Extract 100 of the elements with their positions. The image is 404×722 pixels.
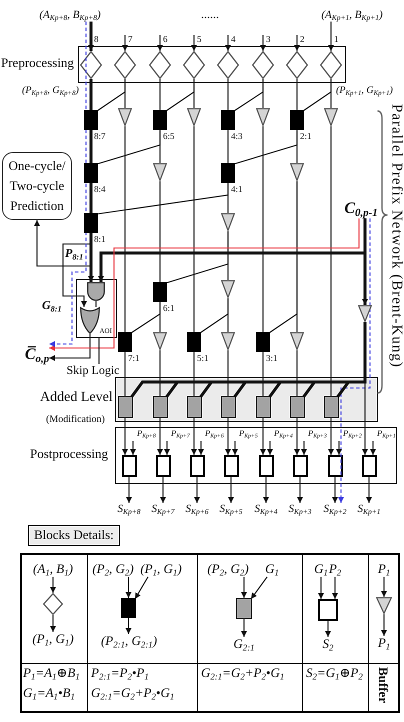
wire — [90, 183, 92, 213]
sum-output-label: S$_{Kp+8}$ — [118, 503, 140, 516]
span-label: 6:1 — [163, 304, 175, 313]
blocks-details-heading: Blocks Details: — [28, 525, 120, 546]
wire-arrow — [50, 576, 56, 593]
wire — [227, 183, 229, 213]
prediction-block: One-cycle/ Two-cycle Prediction — [2, 152, 72, 220]
span-label: 4:1 — [231, 185, 243, 194]
propagate-signal-label: P$_{Kp+6}$ — [205, 429, 224, 439]
signal-label: G$_{1}$ — [314, 562, 328, 577]
wire-arrow — [328, 418, 334, 455]
sum-block — [122, 455, 136, 477]
propagate-signal-label: P$_{Kp+4}$ — [274, 429, 293, 439]
signal-pair-label: (P$_{Kp+1}$, G$_{Kp+1}$) — [336, 85, 393, 96]
preprocess-diamond — [183, 51, 205, 79]
sum-block — [224, 455, 238, 477]
ellipsis-text: ...... — [201, 8, 219, 22]
sum-block — [156, 455, 170, 477]
wire-arrow — [88, 22, 94, 51]
wire-arrow — [332, 576, 338, 599]
wire-arrow — [225, 35, 231, 51]
wire-arrow — [122, 35, 128, 51]
formula-text: P$_{2:1}$=P$_{2}$•P$_{1}$ — [91, 666, 149, 681]
wire-arrow — [191, 35, 197, 51]
bit-index-label: 2 — [300, 34, 304, 44]
operand-pair-label: (A$_{Kp+1}$, B$_{Kp+1}$) — [321, 9, 383, 22]
preprocess-diamond — [320, 51, 342, 79]
signal-pair-label: (P$_{Kp+8}$, G$_{Kp+8}$) — [22, 85, 79, 96]
wire-arrow — [130, 441, 136, 455]
wire-arrow — [381, 614, 387, 636]
buffer-caption: Buffer — [377, 667, 390, 704]
sum-output-label: S$_{Kp+4}$ — [254, 503, 278, 516]
signal-label: G$_{1}$ — [265, 562, 279, 577]
wire — [159, 302, 161, 332]
wire — [296, 181, 298, 332]
span-label: 8:4 — [94, 185, 106, 194]
wire — [124, 126, 126, 332]
wire-arrow — [198, 441, 204, 455]
wire-arrow — [191, 418, 197, 455]
wire — [159, 181, 161, 282]
carry-operator-block — [324, 396, 338, 418]
wire — [124, 352, 126, 396]
wire-arrow — [318, 576, 324, 599]
preprocess-diamond — [80, 51, 102, 79]
propagate-signal-label: P$_{Kp+5}$ — [239, 429, 258, 439]
carry-operator-block — [152, 396, 168, 418]
or-gate — [80, 307, 100, 334]
buffer-triangle — [153, 332, 167, 350]
preprocess-diamond — [149, 51, 171, 79]
span-label: 5:1 — [197, 354, 209, 363]
wire — [90, 130, 92, 163]
formula-text: G$_{2:1}$=G$_{2}$+P$_{2}$•G$_{1}$ — [91, 686, 174, 701]
wire-arrow — [225, 418, 231, 455]
wire-arrow — [164, 441, 170, 455]
wire — [262, 352, 264, 396]
wire-arrow — [381, 576, 387, 597]
carry-operator-block — [256, 396, 270, 418]
span-label: 3:1 — [266, 354, 278, 363]
buffer-triangle — [118, 108, 132, 126]
wire-arrow — [62, 233, 92, 307]
wire-arrow — [34, 220, 92, 267]
span-label: 2:1 — [300, 132, 312, 141]
buffer-triangle — [153, 163, 167, 181]
sum-block — [292, 455, 308, 477]
preprocess-diamond — [114, 51, 136, 79]
bit-index-label: 5 — [197, 34, 202, 44]
bit-index-label: 3 — [266, 34, 270, 44]
signal-label: (P$_{1}$, G$_{1}$) — [140, 562, 182, 577]
span-label: 6:5 — [163, 132, 175, 141]
stage-label: Postprocessing — [30, 447, 108, 462]
wire — [296, 130, 298, 163]
signal-label: G$_{2:1}$ — [233, 637, 255, 652]
wire — [95, 301, 97, 307]
wire — [227, 350, 229, 396]
stage-label: Preprocessing — [1, 56, 74, 71]
wire-arrow — [260, 418, 266, 455]
wire — [90, 79, 92, 110]
carry-operator-block — [118, 396, 132, 418]
wire-arrow — [297, 477, 303, 503]
bit-index-label: 7 — [128, 34, 132, 44]
sum-output-label: S$_{Kp+5}$ — [220, 503, 242, 516]
propagate-signal-label: P$_{Kp+8}$ — [137, 429, 156, 439]
propagate-signal-label: P$_{Kp+7}$ — [171, 429, 190, 439]
span-label: 8:1 — [94, 235, 106, 244]
formula-text: S$_{2}$=G$_{1}$⊕P$_{2}$ — [306, 666, 363, 681]
wire-arrow — [88, 233, 94, 282]
wire-arrow — [126, 477, 132, 503]
span-label: 4:3 — [231, 132, 243, 141]
wire-arrow — [50, 615, 56, 632]
sum-output-label: S$_{Kp+7}$ — [152, 503, 174, 516]
buffer-triangle — [290, 163, 304, 181]
and-gate — [87, 282, 105, 301]
signal-label: (P$_{2}$, G$_{2}$) — [92, 562, 134, 577]
wire — [227, 298, 229, 332]
wire — [124, 79, 126, 108]
bit-index-label: 4 — [231, 34, 236, 44]
signal-label: (P$_{2:1}$, G$_{2:1}$) — [100, 634, 158, 649]
wire — [159, 350, 161, 396]
signal-label: (P$_{1}$, G$_{1}$) — [32, 632, 74, 647]
sum-block — [318, 599, 338, 621]
